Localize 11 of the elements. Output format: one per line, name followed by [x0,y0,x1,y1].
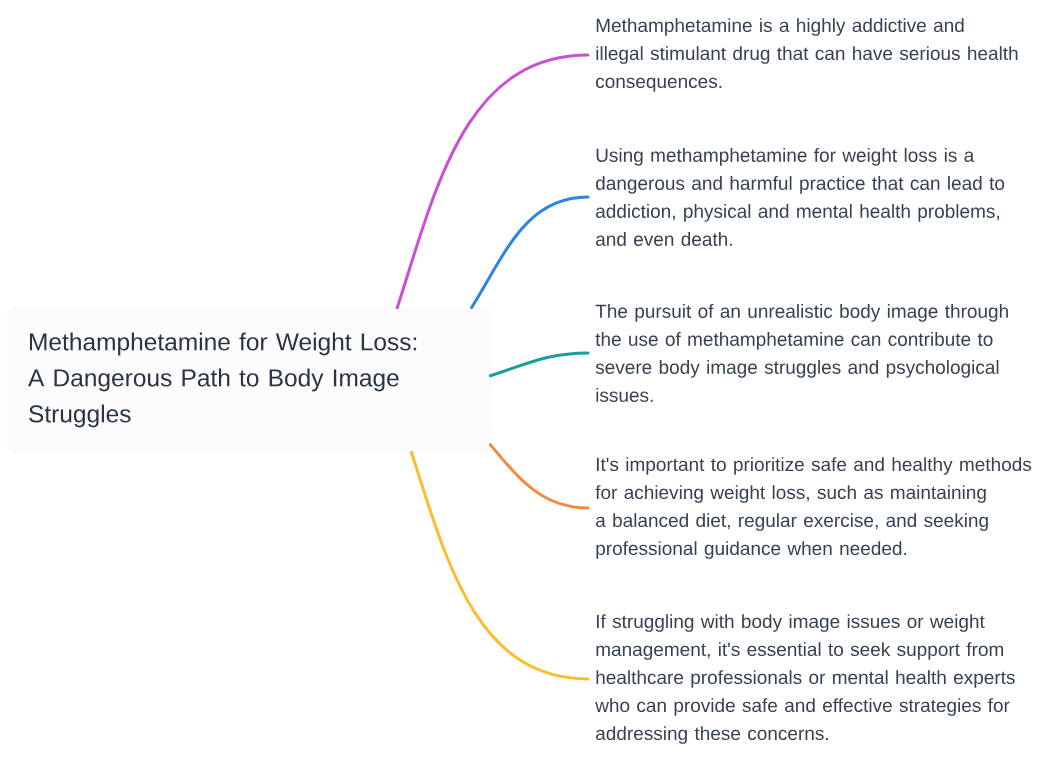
description-text: If struggling with body image issues or weight management, it's essential to seek support from healthcare professionals or mental health experts who can provide safe and effective strategies for addressing these concerns. [595,614,1015,744]
description-text: Using methamphetamine for weight loss is a dangerous and harmful practice that can lead to addiction, physical and mental health problems, and even death. [596,148,1005,246]
branch-line [488,443,590,510]
topic-box: Methamphetamine for Weight Loss: A Dangerous Path to Body Image Struggles [7,307,491,453]
description-text: Methamphetamine is a highly addictive and illegal stimulant drug that can have serious health consequences. [596,18,1018,92]
branch-line [488,351,590,378]
branch-line [395,53,590,310]
branch-line [470,195,590,310]
branch-line [409,450,590,681]
description-text: The pursuit of an unrealistic body image through the use of methamphetamine can contribute to severe body image struggles and psychological issues. [595,304,1008,402]
description-text: It's important to prioritize safe and healthy methods for achieving weight loss, such as maintaining a balanced diet, regular exercise, and seeking professional guidance when needed. [595,457,1032,559]
